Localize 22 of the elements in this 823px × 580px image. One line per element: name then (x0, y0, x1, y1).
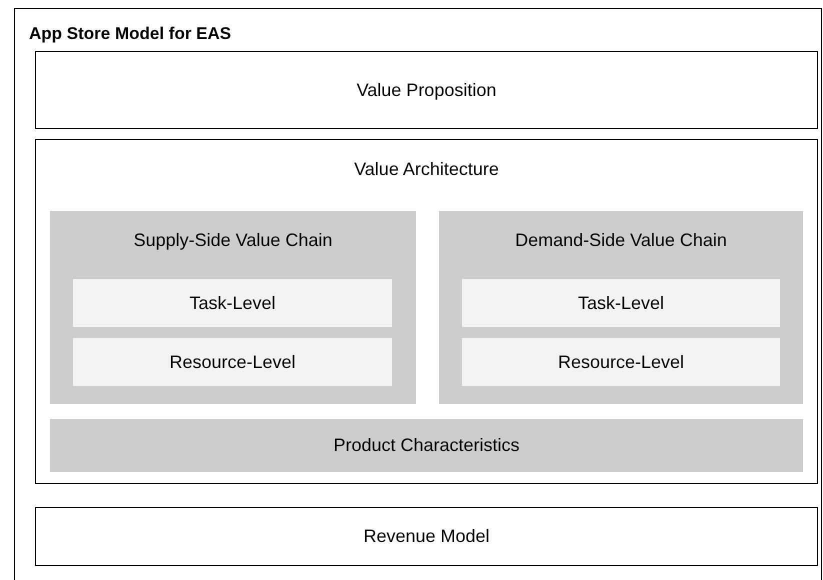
box-label: Supply-Side Value Chain (134, 229, 332, 252)
section-box (35, 51, 818, 129)
section-box (35, 507, 818, 566)
box-label: Task-Level (578, 292, 664, 314)
box-label: Resource-Level (169, 350, 296, 374)
box-label: Revenue Model (363, 525, 490, 548)
level-box (462, 338, 780, 386)
level-box (73, 279, 392, 327)
level-box (73, 338, 392, 386)
box-label: Value Proposition (356, 78, 496, 102)
value-chain-panel (50, 211, 416, 404)
model-frame (14, 8, 822, 580)
value-chain-panel (439, 211, 803, 404)
box-label: Product Characteristics (333, 434, 520, 457)
box-label: Task-Level (189, 292, 276, 314)
level-box (462, 279, 780, 327)
box-label: Resource-Level (558, 350, 684, 374)
box-label: Value Architecture (354, 158, 499, 181)
frame-label: App Store Model for EAS (29, 23, 232, 45)
characteristics-bar (50, 419, 803, 472)
section-box (35, 139, 818, 484)
box-label: Demand-Side Value Chain (515, 229, 727, 252)
